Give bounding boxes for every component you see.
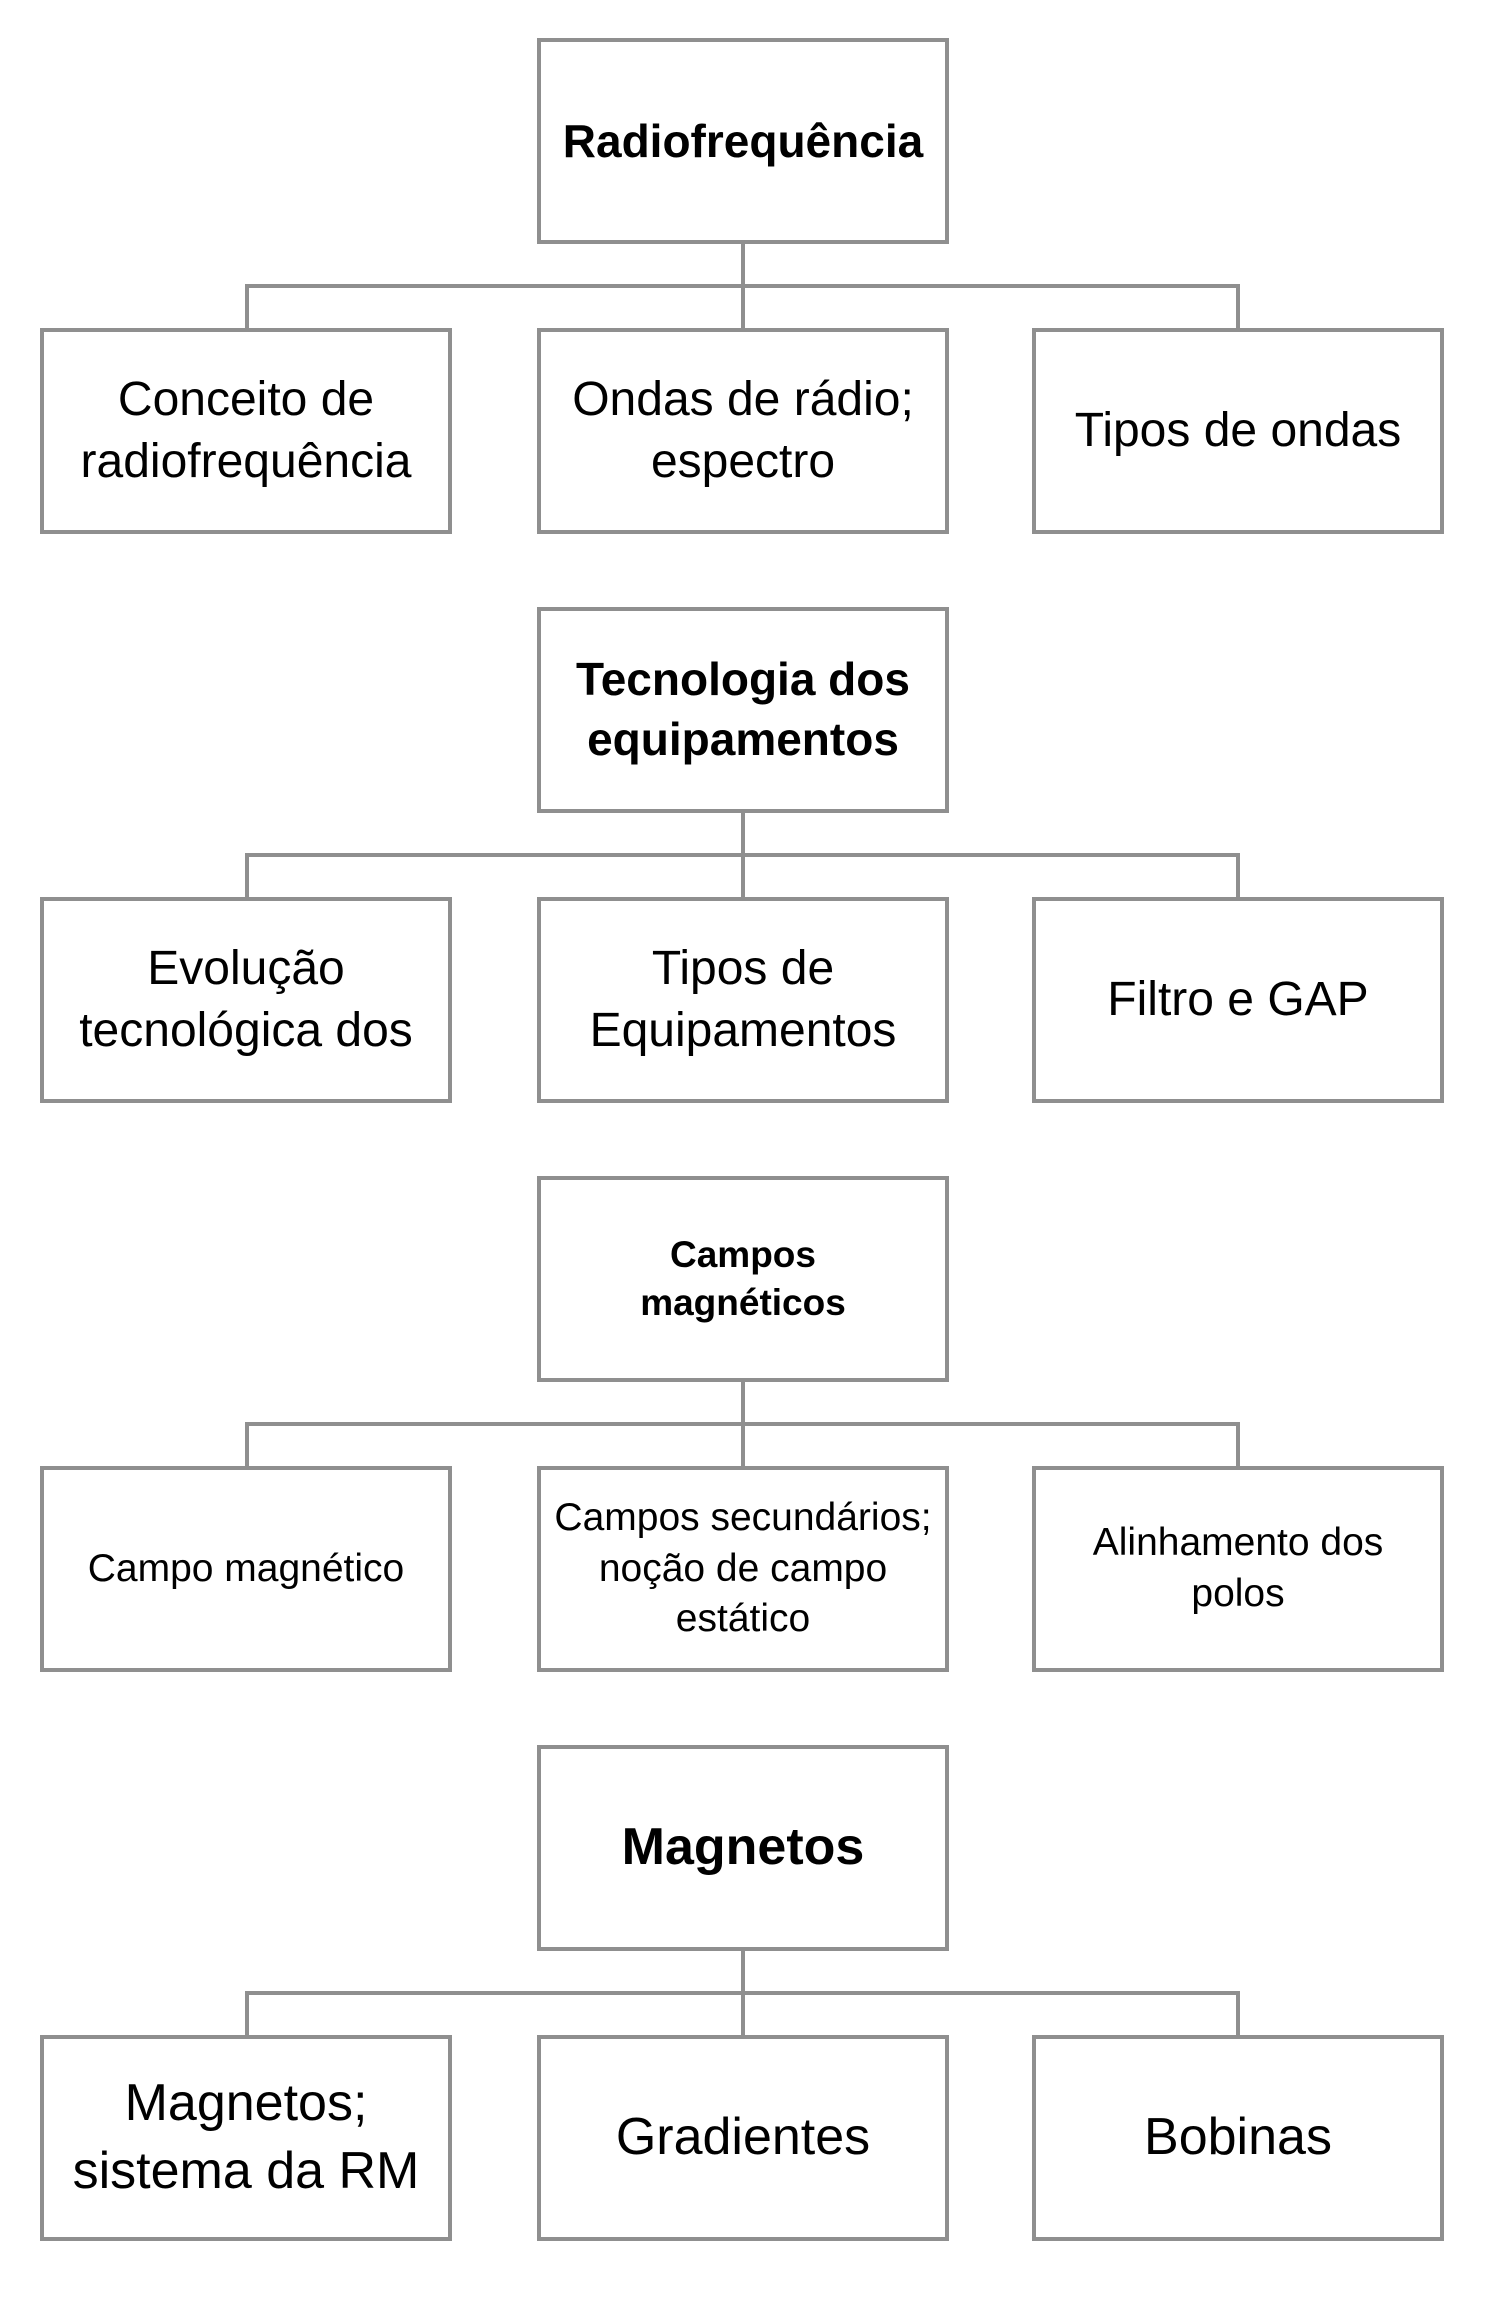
node-conceito-de-radiofrequencia: Conceito de radiofrequência bbox=[40, 328, 452, 534]
node-alinhamento-dos-polos: Alinhamento dos polos bbox=[1032, 1466, 1444, 1672]
connector bbox=[1236, 853, 1240, 899]
node-label: Radiofrequência bbox=[562, 114, 924, 167]
node-tipos-de-equipamentos: Tipos de Equipamentos bbox=[537, 897, 949, 1103]
node-label: Ondas de rádio; espectro bbox=[572, 372, 914, 488]
node-label: Campos secundários; noção de campo estát… bbox=[554, 1495, 932, 1641]
node-tecnologia-dos-equipamentos: Tecnologia dos equipamentos bbox=[537, 607, 949, 813]
connector bbox=[741, 1422, 745, 1468]
node-label: Tipos de ondas bbox=[1074, 403, 1402, 457]
connector bbox=[1236, 1422, 1240, 1468]
connector bbox=[245, 853, 249, 899]
node-tipos-de-ondas: Tipos de ondas bbox=[1032, 328, 1444, 534]
connector bbox=[1236, 284, 1240, 330]
node-magnetos: Magnetos bbox=[537, 1745, 949, 1951]
node-label: Tecnologia dos equipamentos bbox=[576, 653, 910, 765]
node-label: Evolução tecnológica dos bbox=[79, 941, 413, 1057]
node-gradientes: Gradientes bbox=[537, 2035, 949, 2241]
node-campos-secundarios: Campos secundários; noção de campo estát… bbox=[537, 1466, 949, 1672]
node-ondas-de-radio-espectro: Ondas de rádio; espectro bbox=[537, 328, 949, 534]
node-label: Campos magnéticos bbox=[640, 1233, 846, 1323]
node-filtro-e-gap: Filtro e GAP bbox=[1032, 897, 1444, 1103]
connector bbox=[741, 813, 745, 855]
node-label: Alinhamento dos polos bbox=[1092, 1521, 1384, 1615]
node-campo-magnetico: Campo magnético bbox=[40, 1466, 452, 1672]
node-label: Magnetos bbox=[621, 1818, 865, 1877]
node-label: Filtro e GAP bbox=[1107, 972, 1369, 1026]
node-label: Magnetos; sistema da RM bbox=[72, 2074, 420, 2200]
connector bbox=[741, 1951, 745, 1993]
connector bbox=[741, 244, 745, 286]
node-evolucao-tecnologica: Evolução tecnológica dos bbox=[40, 897, 452, 1103]
connector bbox=[741, 1382, 745, 1424]
node-label: Conceito de radiofrequência bbox=[80, 372, 412, 488]
node-label: Gradientes bbox=[615, 2108, 871, 2167]
connector bbox=[245, 284, 249, 330]
node-label: Tipos de Equipamentos bbox=[589, 941, 897, 1057]
node-radiofrequencia: Radiofrequência bbox=[537, 38, 949, 244]
connector bbox=[245, 1991, 249, 2037]
connector bbox=[741, 853, 745, 899]
node-bobinas: Bobinas bbox=[1032, 2035, 1444, 2241]
node-campos-magneticos: Campos magnéticos bbox=[537, 1176, 949, 1382]
connector bbox=[741, 1991, 745, 2037]
connector bbox=[1236, 1991, 1240, 2037]
connector bbox=[741, 284, 745, 330]
node-label: Campo magnético bbox=[87, 1546, 405, 1590]
node-label: Bobinas bbox=[1144, 2108, 1332, 2167]
node-magnetos-sistema-da-rm: Magnetos; sistema da RM bbox=[40, 2035, 452, 2241]
connector bbox=[245, 1422, 249, 1468]
